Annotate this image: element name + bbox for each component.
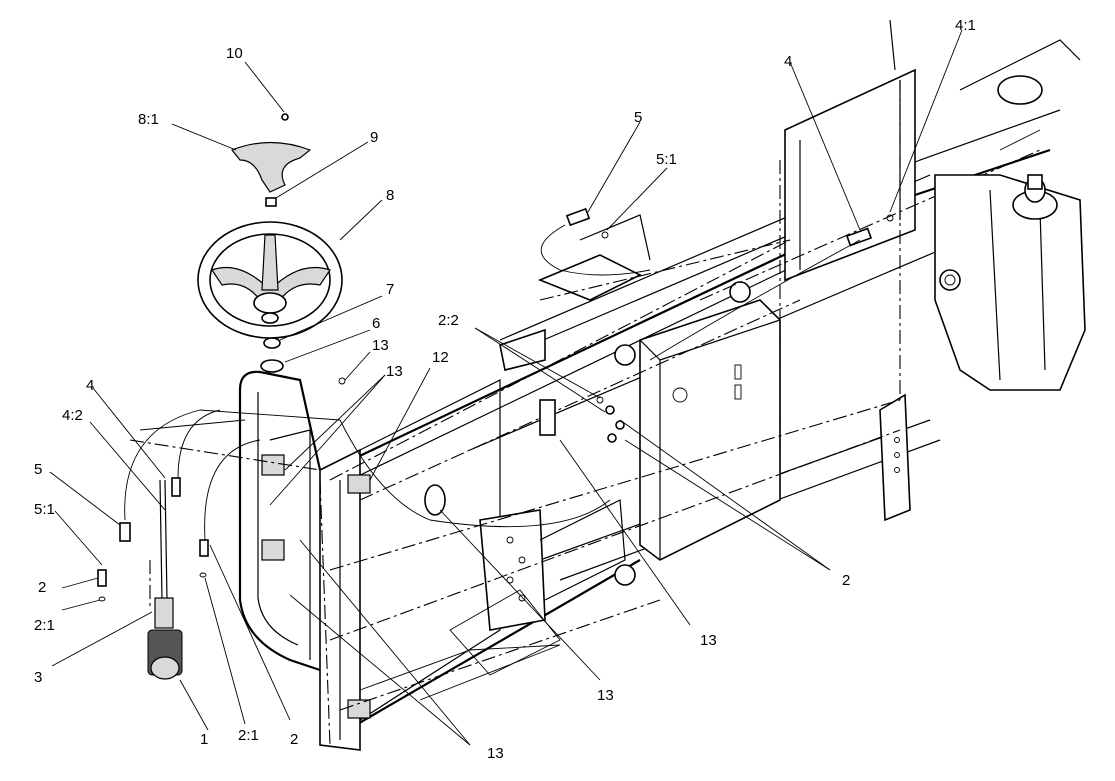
callout-13-a: 13 [386,363,403,380]
callout-8: 8 [386,187,394,204]
callout-2-1-left: 2:1 [34,617,55,634]
phantom-lines [129,80,1041,746]
callout-5-top: 5 [634,109,642,126]
callout-13-mid: 13 [597,687,614,704]
callout-3: 3 [34,669,42,686]
callout-2-bottom: 2 [290,731,298,748]
callout-13-right: 13 [700,632,717,649]
rear-transmission [934,39,1086,391]
steering-assembly [97,113,611,680]
callout-1: 1 [200,731,208,748]
callout-11: 12 [432,349,449,366]
callout-2-left: 2 [38,579,46,596]
callout-2-1-bottom: 2:1 [238,727,259,744]
callout-5-1-left: 5:1 [34,501,55,518]
callout-4-left: 4 [86,377,94,394]
callout-5-1-top: 5:1 [656,151,677,168]
callout-5-left: 5 [34,461,42,478]
callout-10: 10 [226,45,243,62]
callout-4-top: 4 [784,53,792,70]
leader-lines [49,29,963,746]
callout-2-2: 2:2 [438,312,459,329]
callout-12: 13 [372,337,389,354]
callout-8-1: 8:1 [138,111,159,128]
callout-4-2: 4:2 [62,407,83,424]
hose-fittings [338,207,894,516]
callout-13-bottom: 13 [487,745,504,762]
chassis-frame [238,19,1061,751]
callout-labels: 10 8:1 9 8 7 6 13 13 12 4 4:2 5 5:1 2 2:… [34,17,976,762]
callout-2-right: 2 [842,572,850,589]
callout-9: 9 [370,129,378,146]
callout-6: 6 [372,315,380,332]
callout-4-1: 4:1 [955,17,976,34]
callout-7: 7 [386,281,394,298]
